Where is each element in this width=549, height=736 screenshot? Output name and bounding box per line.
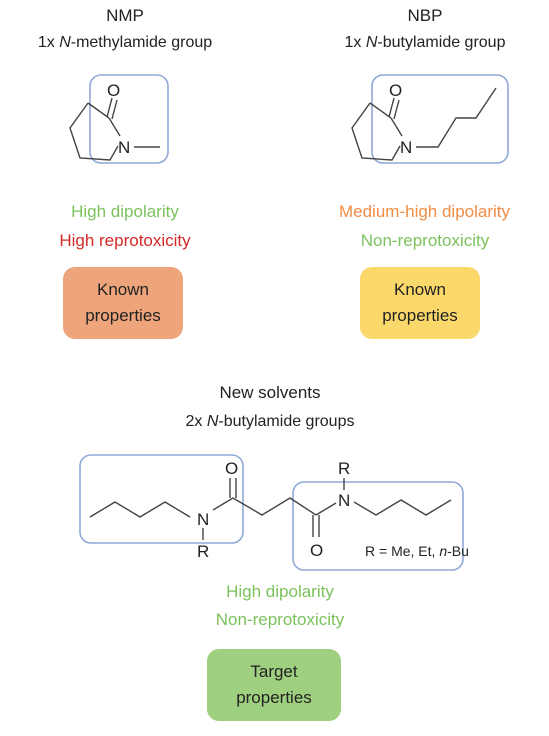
new-subtitle-suffix: -butylamide groups [218,413,355,430]
nmp-subtitle-italic: N [59,34,71,51]
nmp-ring-bond-n [108,117,121,137]
nmp-ring [69,102,119,161]
nbp-known-properties-box: Known properties [360,267,480,339]
nmp-subtitle: 1x N-methylamide group [20,34,230,52]
nbp-property-1: Medium-high dipolarity [338,202,511,221]
nbp-subtitle-prefix: 1x [344,34,366,51]
new-right-highlight-box [292,481,464,571]
nmp-carbonyl-2 [111,99,118,120]
new-left-butyl-chain [89,501,191,518]
new-solvents-title: New solvents [219,383,321,402]
new-r-note: R = Me, Et, n-Bu [365,543,469,559]
nmp-ring-bond [87,102,110,119]
new-left-highlight-box [79,454,244,544]
new-subtitle-prefix: 2x [185,413,207,430]
nbp-ring-bond [369,102,392,119]
nmp-subtitle-prefix: 1x [37,34,60,51]
nmp-nitrogen: N [118,138,130,157]
new-left-r: R [197,542,209,561]
new-property-2: Non-reprotoxicity [215,610,345,629]
nbp-subtitle-suffix: -butylamide group [377,34,506,51]
nmp-subtitle-suffix: -methylamide group [70,34,213,51]
new-right-nitrogen: N [338,491,350,510]
new-left-oxygen: O [225,459,238,478]
new-left-n-c-bond [212,497,234,511]
nbp-subtitle: 1x N-butylamide group [315,34,535,52]
nbp-highlight-box [371,74,509,164]
new-central-chain [232,497,317,516]
nbp-subtitle-italic: N [365,34,378,51]
new-right-r: R [338,459,350,478]
nmp-title: NMP [106,6,144,25]
nbp-ring [351,102,401,161]
target-properties-box: Target properties [207,649,341,721]
target-box-line-2: properties [236,688,312,707]
target-box-line-1: Target [250,662,298,681]
nmp-box-line-1: Known [97,280,149,299]
nmp-known-properties-box: Known properties [63,267,183,339]
nbp-title: NBP [407,6,443,25]
new-right-oxygen: O [310,541,323,560]
nmp-carbonyl-1 [106,97,113,118]
nmp-box-line-2: properties [85,306,161,325]
nbp-box-line-2: properties [382,306,458,325]
new-property-1: High dipolarity [226,582,334,601]
nbp-oxygen: O [389,81,402,100]
new-right-butyl-chain [353,499,452,516]
nbp-property-2: Non-reprotoxicity [360,231,490,250]
nmp-property-1: High dipolarity [71,202,179,221]
new-subtitle-italic: N [206,413,219,430]
nbp-box-line-1: Known [394,280,446,299]
nbp-carbonyl-2 [393,99,400,120]
nbp-butyl-chain [416,87,497,148]
nmp-property-2: High reprotoxicity [59,231,191,250]
nbp-nitrogen: N [400,138,412,157]
nbp-ring-bond-n [390,117,403,137]
nbp-carbonyl-1 [388,97,395,118]
new-solvents-subtitle: 2x N-butylamide groups [145,413,395,431]
nmp-oxygen: O [107,81,120,100]
nmp-highlight-box [89,74,169,164]
new-right-c-n-bond [315,502,337,516]
new-left-nitrogen: N [197,510,209,529]
